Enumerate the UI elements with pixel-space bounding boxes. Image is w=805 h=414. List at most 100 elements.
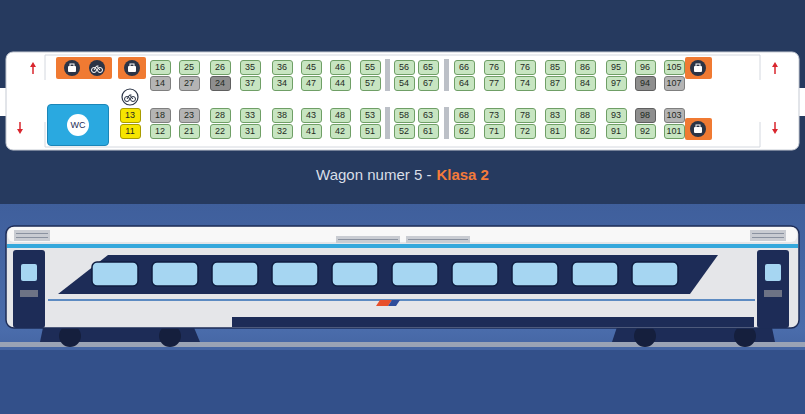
seat-number: 33 xyxy=(245,111,255,120)
seat-box: 58 xyxy=(394,108,415,123)
seat-number: 55 xyxy=(365,63,375,72)
luggage-area xyxy=(56,57,112,79)
seat-number: 58 xyxy=(399,111,409,120)
seat-number: 98 xyxy=(640,111,650,120)
seat-number: 51 xyxy=(365,127,375,136)
seat-number: 101 xyxy=(666,127,681,136)
seat-number: 81 xyxy=(550,127,560,136)
train-illustration xyxy=(452,262,498,286)
train-illustration xyxy=(92,262,678,286)
train-illustration xyxy=(16,234,784,240)
seat-number: 21 xyxy=(184,127,194,136)
window-divider xyxy=(444,107,449,139)
train-illustration xyxy=(21,264,37,281)
train-illustration xyxy=(20,290,38,297)
seat-box: 63 xyxy=(418,108,439,123)
seat-number: 14 xyxy=(155,79,165,88)
seat-box: 27 xyxy=(179,76,200,91)
train-illustration xyxy=(750,230,786,241)
window-divider xyxy=(385,107,390,139)
seat-box: 23 xyxy=(179,108,200,123)
luggage-icon xyxy=(690,121,706,137)
train-illustration xyxy=(0,342,805,347)
luggage-icon xyxy=(130,64,134,67)
exit-arrow xyxy=(772,62,778,67)
seat-number: 41 xyxy=(306,127,316,136)
seat-box: 25 xyxy=(179,60,200,75)
seat-number: 91 xyxy=(611,127,621,136)
car-plan xyxy=(760,122,761,147)
exit-arrow xyxy=(32,66,34,74)
seat-box: 84 xyxy=(575,76,596,91)
seat-box: 77 xyxy=(484,76,505,91)
seat-box: 101 xyxy=(664,124,685,139)
window-divider xyxy=(385,59,390,91)
seat-box: 82 xyxy=(575,124,596,139)
seat-number: 46 xyxy=(335,63,345,72)
car-plan xyxy=(6,52,799,150)
train-illustration xyxy=(152,262,198,286)
seat-box: 12 xyxy=(150,124,171,139)
seat-box: 98 xyxy=(635,108,656,123)
seat-box: 103 xyxy=(664,108,685,123)
luggage-area xyxy=(118,57,146,79)
exit-arrow xyxy=(30,62,36,67)
seat-box: 62 xyxy=(454,124,475,139)
seat-box: 87 xyxy=(545,76,566,91)
seat-number: 76 xyxy=(520,63,530,72)
seat-box: 66 xyxy=(454,60,475,75)
train-illustration xyxy=(212,262,258,286)
seat-box: 47 xyxy=(301,76,322,91)
seat-number: 74 xyxy=(520,79,530,88)
seat-box: 21 xyxy=(179,124,200,139)
exit-arrow xyxy=(774,66,776,74)
seat-box: 64 xyxy=(454,76,475,91)
seat-number: 103 xyxy=(666,111,681,120)
seat-box: 88 xyxy=(575,108,596,123)
seat-box: 41 xyxy=(301,124,322,139)
seat-number: 78 xyxy=(520,111,530,120)
train-illustration xyxy=(765,264,781,281)
train-illustration xyxy=(7,244,798,248)
background xyxy=(0,204,805,414)
seat-box: 74 xyxy=(515,76,536,91)
seat-number: 43 xyxy=(306,111,316,120)
seat-number: 34 xyxy=(277,79,287,88)
seat-number: 36 xyxy=(277,63,287,72)
car-plan xyxy=(45,55,46,80)
exit-arrow xyxy=(774,122,776,130)
seat-box: 32 xyxy=(272,124,293,139)
seat-box: 16 xyxy=(150,60,171,75)
train-illustration xyxy=(58,255,718,294)
train-illustration xyxy=(332,262,378,286)
train-illustration xyxy=(764,290,782,297)
bike-icon xyxy=(94,66,100,70)
seat-number: 57 xyxy=(365,79,375,88)
exit-arrow xyxy=(19,122,21,130)
seat-box: 85 xyxy=(545,60,566,75)
seat-number: 82 xyxy=(580,127,590,136)
seat-number: 85 xyxy=(550,63,560,72)
seat-box: 61 xyxy=(418,124,439,139)
seat-box: 13 xyxy=(120,108,141,123)
seat-number: 92 xyxy=(640,127,650,136)
seat-number: 47 xyxy=(306,79,316,88)
seat-number: 95 xyxy=(611,63,621,72)
seat-number: 62 xyxy=(459,127,469,136)
seat-box: 105 xyxy=(664,60,685,75)
seat-number: 76 xyxy=(489,63,499,72)
seat-number: 54 xyxy=(399,79,409,88)
seat-number: 88 xyxy=(580,111,590,120)
seat-box: 45 xyxy=(301,60,322,75)
seat-box: 38 xyxy=(272,108,293,123)
seat-box: 55 xyxy=(360,60,381,75)
seat-box: 14 xyxy=(150,76,171,91)
seat-number: 11 xyxy=(125,127,134,136)
seat-box: 37 xyxy=(240,76,261,91)
luggage-icon xyxy=(124,60,140,76)
seat-number: 42 xyxy=(335,127,345,136)
window-divider xyxy=(385,59,449,139)
seat-box: 26 xyxy=(210,60,231,75)
seat-number: 96 xyxy=(640,63,650,72)
bike-icon xyxy=(122,89,138,105)
